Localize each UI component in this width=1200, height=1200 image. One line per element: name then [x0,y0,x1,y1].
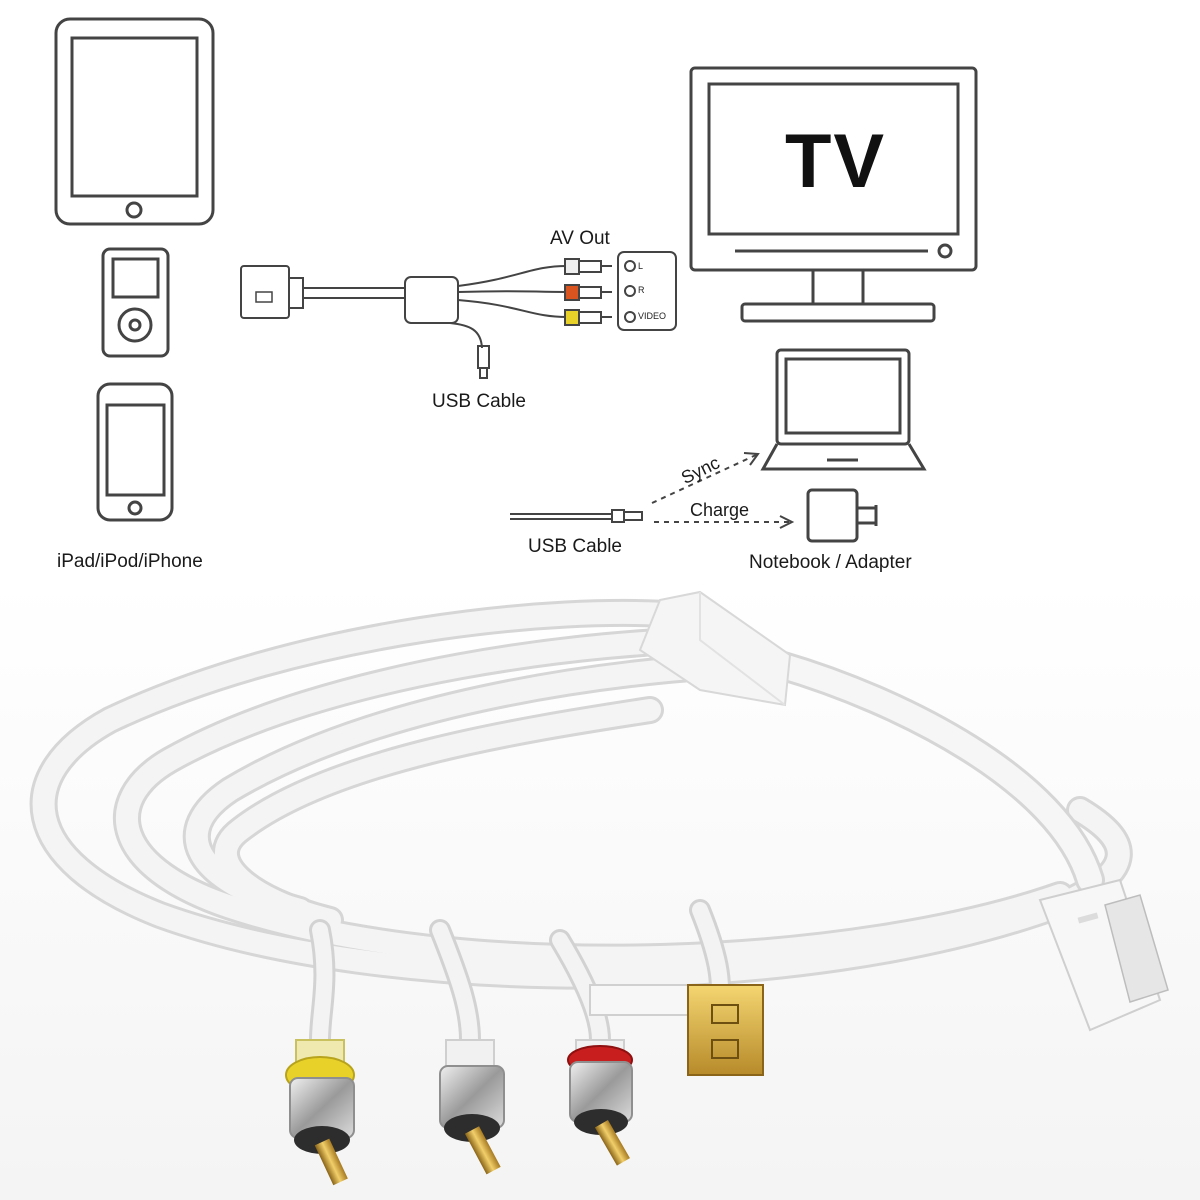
ipad-icon [54,17,215,226]
usb-cable-bottom-label: USB Cable [528,536,622,557]
rca-plug-yellow-icon [564,309,612,326]
adapter-icon [806,488,878,543]
charge-arrow [654,515,795,529]
sync-arrow [651,452,760,504]
rca-yellow-plug [285,1039,355,1186]
port-label-right: R [638,285,645,295]
ipod-icon [101,247,170,358]
usb-cable-top-label: USB Cable [432,391,526,412]
rca-white-plug [439,1039,505,1175]
rca-red-plug [567,1039,633,1166]
av-port-panel [617,251,677,331]
tv-label: TV [785,119,887,204]
port-label-video: VIDEO [638,311,667,321]
rca-plug-red-icon [564,284,612,301]
av-out-label: AV Out [550,228,610,249]
devices-label: iPad/iPod/iPhone [57,551,203,572]
iphone-icon [96,382,174,522]
port-label-left: L [638,261,644,271]
rca-plug-white-icon [564,258,612,275]
usb-cable-schematic [510,509,643,523]
splitter-housing [638,590,792,707]
dock-connector [1038,878,1169,1032]
charge-label: Charge [690,500,750,520]
laptop-icon [760,348,927,471]
notebook-adapter-label: Notebook / Adapter [749,552,912,573]
usb-connector [589,984,764,1076]
av-cable-schematic [240,265,568,379]
tv-icon [689,66,978,323]
cable-photo [29,590,1169,1186]
